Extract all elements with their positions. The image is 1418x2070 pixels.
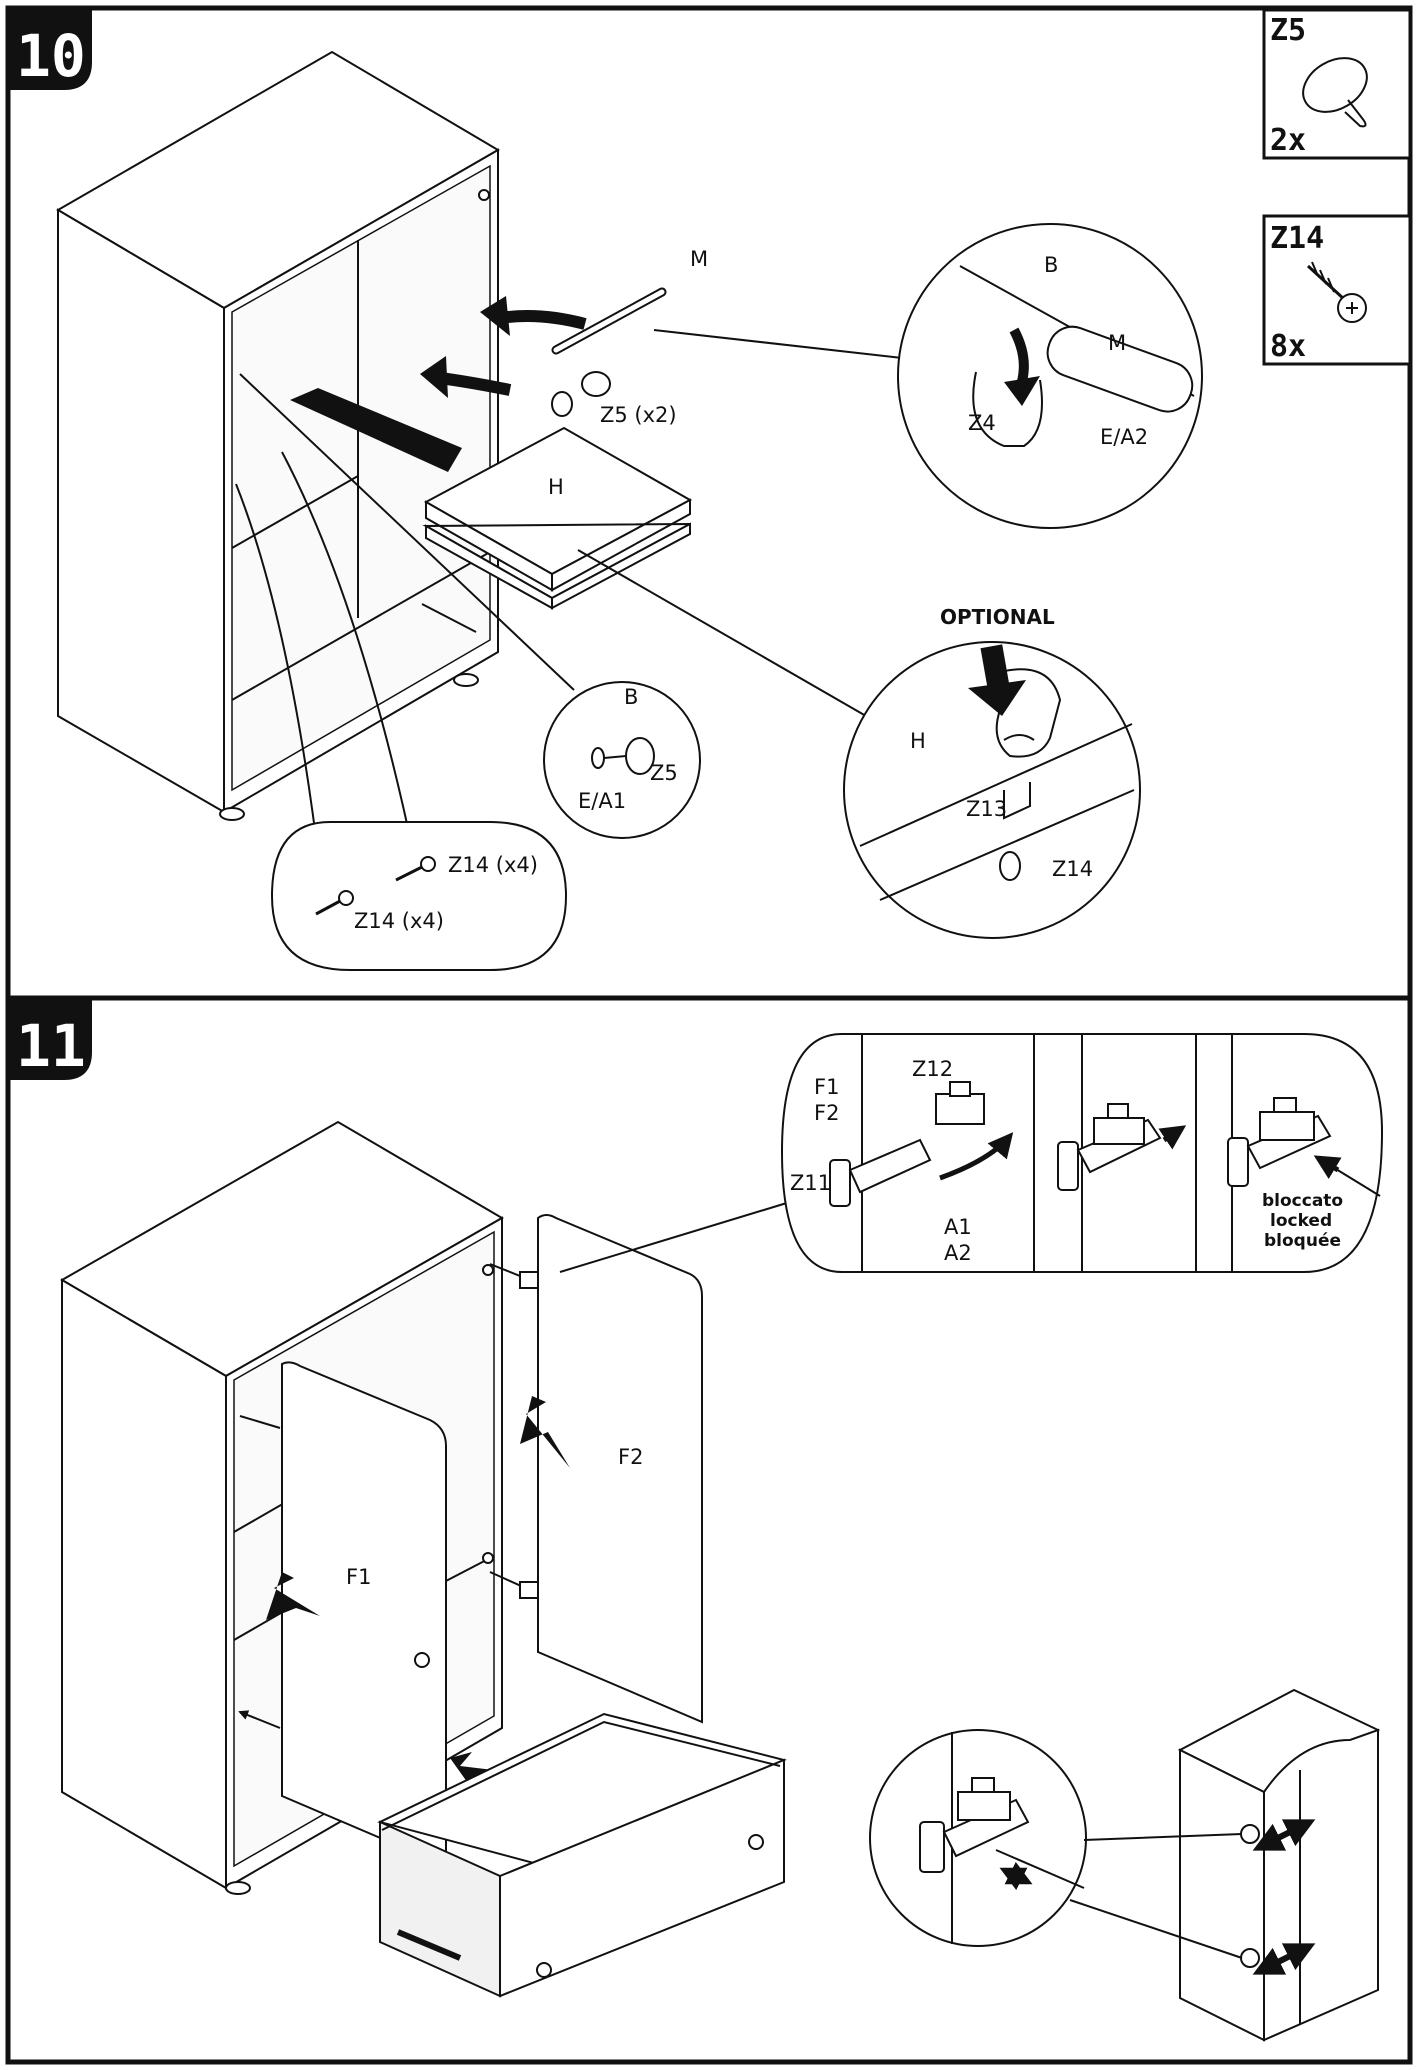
label-a2: A2 <box>944 1241 972 1265</box>
step-11-panel: 11 F1 F2 <box>5 995 1413 2065</box>
insert-arrows <box>290 296 587 472</box>
leader-lines <box>235 329 903 871</box>
step-number-badge <box>8 998 92 1080</box>
hanging-rail-m: M <box>551 247 708 355</box>
hinge-arrows <box>240 1263 570 1786</box>
assembled-cabinet <box>1069 1688 1381 2042</box>
part-id: Z5 <box>1270 13 1306 48</box>
door-f2: F2 <box>537 1214 703 1724</box>
knob-icon <box>1302 57 1368 128</box>
hinge-icon <box>829 1081 985 1207</box>
label-f1: F1 <box>346 1565 371 1589</box>
part-qty: 2x <box>1270 123 1306 158</box>
detail-screws: Z14 (x4) Z14 (x4) <box>270 821 568 971</box>
detail-shelf-support: OPTIONAL H Z13 Z14 <box>843 605 1141 939</box>
cabinet-carcass <box>56 50 500 821</box>
step-number: 10 <box>16 22 86 90</box>
label-m: M <box>1108 331 1126 355</box>
label-z12: Z12 <box>912 1057 953 1081</box>
label-f2: F2 <box>618 1445 643 1469</box>
leader-line <box>559 1201 791 1273</box>
label-z14: Z14 <box>1052 857 1093 881</box>
label-m: M <box>690 247 708 271</box>
label-f1: F1 <box>814 1075 839 1099</box>
screw-icon <box>315 890 354 916</box>
label-z14-x4: Z14 (x4) <box>354 909 444 933</box>
label-z11: Z11 <box>790 1171 831 1195</box>
hinge-icon <box>1227 1097 1332 1187</box>
label-locked-fr: bloquée <box>1264 1231 1341 1251</box>
detail-rail-bracket: B M Z4 E/A2 <box>897 223 1203 529</box>
screw-icon <box>395 856 436 882</box>
shelves-h: H <box>422 426 693 610</box>
part-box-z14: Z14 8x <box>1262 214 1412 366</box>
label-h: H <box>910 729 926 753</box>
label-h: H <box>548 475 564 499</box>
label-b: B <box>624 685 638 709</box>
label-a1: A1 <box>944 1215 972 1239</box>
part-id: Z14 <box>1270 221 1324 256</box>
label-z5: Z5 <box>650 761 678 785</box>
label-z13: Z13 <box>966 797 1007 821</box>
detail-hinge-sequence: F1 F2 Z12 Z11 A1 A2 <box>780 1033 1384 1273</box>
step-number: 11 <box>16 1012 86 1080</box>
label-z4: Z4 <box>968 411 996 435</box>
detail-hinge-adjustment <box>869 1729 1087 1947</box>
label-optional: OPTIONAL <box>940 605 1055 629</box>
label-f2: F2 <box>814 1101 839 1125</box>
label-e-a2: E/A2 <box>1100 425 1148 449</box>
part-box-z5: Z5 2x <box>1262 8 1412 160</box>
pegs-z5: Z5 (x2) <box>551 371 677 427</box>
label-locked-en: locked <box>1270 1211 1332 1231</box>
hinge-icon <box>1057 1103 1162 1191</box>
screw-icon <box>1306 261 1367 323</box>
step-10-panel: 10 Z5 2x Z14 8x <box>5 5 1413 1001</box>
label-e-a1: E/A1 <box>578 789 626 813</box>
detail-peg: B Z5 E/A1 <box>543 681 701 839</box>
label-b: B <box>1044 253 1058 277</box>
label-z5-x2: Z5 (x2) <box>600 403 677 427</box>
drawer <box>377 1712 787 1998</box>
door-f1: F1 <box>281 1361 447 1868</box>
step-number-badge <box>8 8 92 90</box>
label-locked-it: bloccato <box>1262 1191 1343 1211</box>
label-z14-x4: Z14 (x4) <box>448 853 538 877</box>
part-qty: 8x <box>1270 329 1306 364</box>
